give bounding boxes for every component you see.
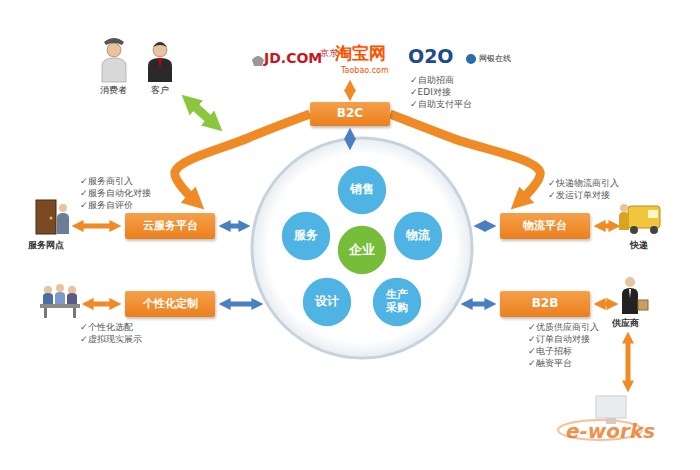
- consumer-figure: [102, 38, 126, 82]
- label-text: 服务网点: [28, 240, 64, 250]
- label-text: ✓虚拟现实展示: [80, 334, 142, 344]
- node-text: 个性化定制: [143, 298, 198, 311]
- platform-box: B2B: [500, 291, 590, 317]
- module-circle: 企业: [336, 224, 388, 276]
- label-text: O2O: [408, 46, 454, 68]
- label-text: ✓服务商引入: [80, 176, 133, 186]
- customization-icon: [40, 284, 80, 318]
- module-circle: 服务: [280, 210, 332, 262]
- label-text: ✓发运订单对接: [548, 190, 610, 200]
- node-text: 企业: [349, 243, 375, 258]
- module-circle: 物流: [392, 210, 444, 262]
- label-text: ✓电子招标: [528, 346, 572, 356]
- label-text: ✓快递物流商引入: [548, 178, 619, 188]
- label-text: 淘宝网: [335, 44, 386, 64]
- node-text: 设计: [315, 295, 339, 309]
- label-text: 供应商: [612, 318, 639, 328]
- label-text: 客户: [151, 85, 169, 95]
- label-text: 消费者: [100, 85, 127, 95]
- module-circle: 设计: [301, 276, 353, 328]
- node-text: 销售: [350, 183, 374, 197]
- label-text: JD.COM: [264, 50, 322, 66]
- enterprise-ring: [252, 138, 472, 358]
- node-text: 生产 采购: [383, 289, 411, 314]
- module-circle: 生产 采购: [371, 276, 423, 328]
- orange-arrows: [80, 88, 628, 384]
- client-figure: [148, 42, 172, 82]
- platform-box: B2C: [310, 102, 390, 126]
- label-text: ✓EDI对接: [410, 87, 451, 97]
- chinabank-globe: [466, 54, 476, 64]
- label-text: ✓自助支付平台: [410, 99, 472, 109]
- platform-box: 物流平台: [500, 213, 590, 239]
- node-text: 物流平台: [523, 220, 567, 233]
- label-text: ✓服务自动化对接: [80, 188, 151, 198]
- label-text: ✓服务自评价: [80, 200, 133, 210]
- blue-arrows: [227, 136, 488, 304]
- flow-arrow: [175, 114, 310, 199]
- node-text: 云服务平台: [143, 220, 198, 233]
- node-text: B2C: [337, 107, 363, 121]
- jd-dog: [252, 56, 264, 66]
- label-text: ✓个性化选配: [80, 322, 133, 332]
- watermark: e-works: [566, 420, 655, 443]
- service-outlet-icon: [36, 200, 69, 234]
- label-text: Taobao.com: [341, 66, 389, 75]
- node-text: 服务: [294, 229, 318, 243]
- label-text: ✓融资平台: [528, 358, 572, 368]
- platform-box: 个性化定制: [125, 291, 215, 317]
- green-arrow: [192, 104, 212, 122]
- label-text: ✓订单自动对接: [528, 334, 590, 344]
- node-text: 物流: [406, 229, 430, 243]
- label-text: ✓优质供应商引入: [528, 322, 599, 332]
- flow-arrow: [390, 114, 540, 199]
- module-circle: 销售: [336, 164, 388, 216]
- courier-icon: [619, 204, 660, 234]
- label-text: ✓自助招商: [410, 75, 454, 85]
- node-text: B2B: [532, 297, 559, 311]
- platform-box: 云服务平台: [125, 213, 215, 239]
- supplier-icon: [622, 277, 648, 314]
- label-text: 快递: [630, 240, 648, 250]
- label-text: 网银在线: [479, 54, 511, 63]
